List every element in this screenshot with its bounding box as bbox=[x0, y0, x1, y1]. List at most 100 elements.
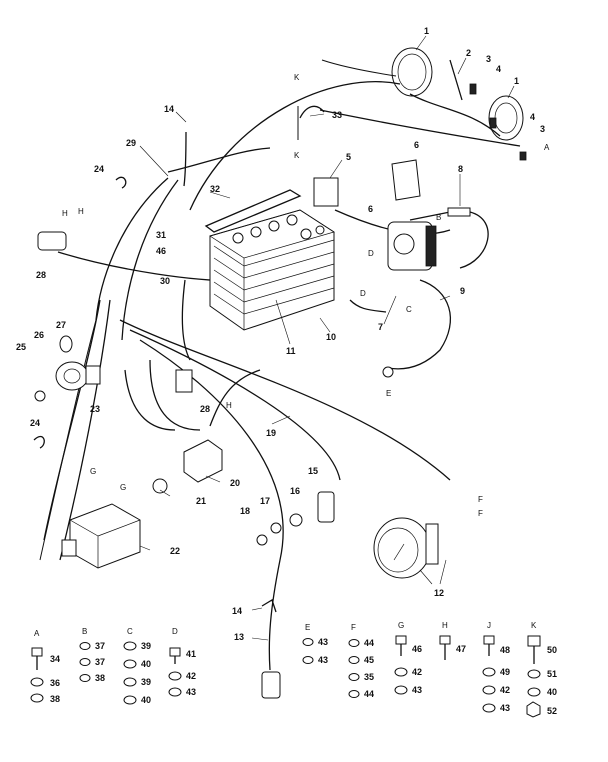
hw-k-item-4: 52 bbox=[547, 706, 557, 716]
hw-f-item-2: 45 bbox=[364, 655, 374, 665]
hw-h-item-1: 47 bbox=[456, 644, 466, 654]
hw-j-item-2: 49 bbox=[500, 667, 510, 677]
hw-header-g: G bbox=[398, 621, 404, 630]
washer-16 bbox=[289, 513, 303, 527]
hw-d-item-1: 41 bbox=[186, 649, 196, 659]
letter-k-bottom: K bbox=[294, 151, 300, 160]
hw-j-item-4: 43 bbox=[500, 703, 510, 713]
leader-lines bbox=[139, 35, 515, 641]
callout-1: 1 bbox=[424, 26, 429, 36]
hw-header-d: D bbox=[172, 627, 178, 636]
callout-7: 7 bbox=[378, 322, 383, 332]
letter-d-2: D bbox=[360, 289, 366, 298]
callout-8: 8 bbox=[458, 164, 463, 174]
ring-terminal-25 bbox=[34, 390, 46, 402]
hw-d-item-3: 43 bbox=[186, 687, 196, 697]
hw-a-item-1: 34 bbox=[50, 654, 60, 664]
letter-f-2: F bbox=[478, 509, 483, 518]
callout-27: 27 bbox=[56, 320, 66, 330]
callout-23: 23 bbox=[90, 404, 100, 414]
hw-col-h bbox=[439, 635, 451, 660]
relay-5 bbox=[313, 177, 339, 207]
switch-15 bbox=[317, 491, 335, 523]
hw-col-g bbox=[394, 635, 408, 695]
callout-9: 9 bbox=[460, 286, 465, 296]
callout-20: 20 bbox=[230, 478, 240, 488]
hw-j-item-3: 42 bbox=[500, 685, 510, 695]
hw-g-item-1: 46 bbox=[412, 644, 422, 654]
hw-header-e: E bbox=[305, 623, 310, 632]
hw-a-item-2: 36 bbox=[50, 678, 60, 688]
hw-a-item-3: 38 bbox=[50, 694, 60, 704]
letter-f-1: F bbox=[478, 495, 483, 504]
callout-17: 17 bbox=[260, 496, 270, 506]
hw-header-k: K bbox=[531, 621, 537, 630]
gauge bbox=[373, 517, 439, 579]
callout-5: 5 bbox=[346, 152, 351, 162]
hw-col-b bbox=[79, 642, 91, 682]
headlight-brackets bbox=[469, 83, 527, 161]
letter-k-top: K bbox=[294, 73, 300, 82]
callout-1b: 1 bbox=[514, 76, 519, 86]
callout-28b: 28 bbox=[200, 404, 210, 414]
callout-21: 21 bbox=[196, 496, 206, 506]
hw-k-item-1: 50 bbox=[547, 645, 557, 655]
callout-numbers: 1 2 3 4 1 4 3 33 14 29 5 6 24 32 8 6 31 … bbox=[16, 26, 545, 642]
fuse-holder bbox=[447, 207, 471, 217]
callout-26: 26 bbox=[34, 330, 44, 340]
hw-b-item-2: 37 bbox=[95, 657, 105, 667]
hw-k-item-2: 51 bbox=[547, 669, 557, 679]
hw-col-d bbox=[168, 647, 182, 697]
wire-harness bbox=[39, 59, 521, 671]
callout-22: 22 bbox=[170, 546, 180, 556]
callout-18: 18 bbox=[240, 506, 250, 516]
letter-a: A bbox=[544, 143, 550, 152]
hw-f-item-4: 44 bbox=[364, 689, 374, 699]
callout-11: 11 bbox=[286, 346, 296, 356]
hw-e-item-2: 43 bbox=[318, 655, 328, 665]
terminal-cover bbox=[391, 159, 421, 201]
hw-col-j bbox=[482, 635, 496, 713]
connection-letters: K K A H H D D B C E H G G F F bbox=[62, 73, 550, 518]
callout-4: 4 bbox=[496, 64, 501, 74]
callout-32: 32 bbox=[210, 184, 220, 194]
hw-header-b: B bbox=[82, 627, 87, 636]
callout-31: 31 bbox=[156, 230, 166, 240]
callout-13: 13 bbox=[234, 632, 244, 642]
hw-g-item-2: 42 bbox=[412, 667, 422, 677]
hw-header-h: H bbox=[442, 621, 448, 630]
hw-col-f bbox=[348, 639, 360, 698]
callout-24b: 24 bbox=[30, 418, 40, 428]
callout-46: 46 bbox=[156, 246, 166, 256]
letter-h-1: H bbox=[62, 209, 68, 218]
callout-6b: 6 bbox=[368, 204, 373, 214]
hw-d-item-2: 42 bbox=[186, 671, 196, 681]
callout-6: 6 bbox=[414, 140, 419, 150]
letter-g-1: G bbox=[90, 467, 96, 476]
battery-holddown bbox=[204, 189, 302, 233]
clip-24-top bbox=[115, 176, 127, 189]
ignition-switch bbox=[55, 361, 101, 391]
plug-13 bbox=[261, 671, 281, 699]
hw-header-c: C bbox=[127, 627, 133, 636]
letter-h-2: H bbox=[78, 207, 84, 216]
headlight-right bbox=[488, 95, 524, 141]
hw-col-a bbox=[30, 647, 44, 703]
hw-c-item-3: 39 bbox=[141, 677, 151, 687]
hw-c-item-4: 40 bbox=[141, 695, 151, 705]
callout-3: 3 bbox=[486, 54, 491, 64]
callout-29: 29 bbox=[126, 138, 136, 148]
hardware-legend bbox=[30, 635, 541, 718]
callout-33: 33 bbox=[332, 110, 342, 120]
callout-24: 24 bbox=[94, 164, 104, 174]
callout-19: 19 bbox=[266, 428, 276, 438]
hw-col-k bbox=[526, 635, 541, 718]
callout-12: 12 bbox=[434, 588, 444, 598]
clip-14 bbox=[261, 599, 277, 613]
ground-e bbox=[382, 366, 394, 378]
hw-header-f: F bbox=[351, 623, 356, 632]
callout-28: 28 bbox=[36, 270, 46, 280]
callout-10: 10 bbox=[326, 332, 336, 342]
hw-b-item-3: 38 bbox=[95, 673, 105, 683]
